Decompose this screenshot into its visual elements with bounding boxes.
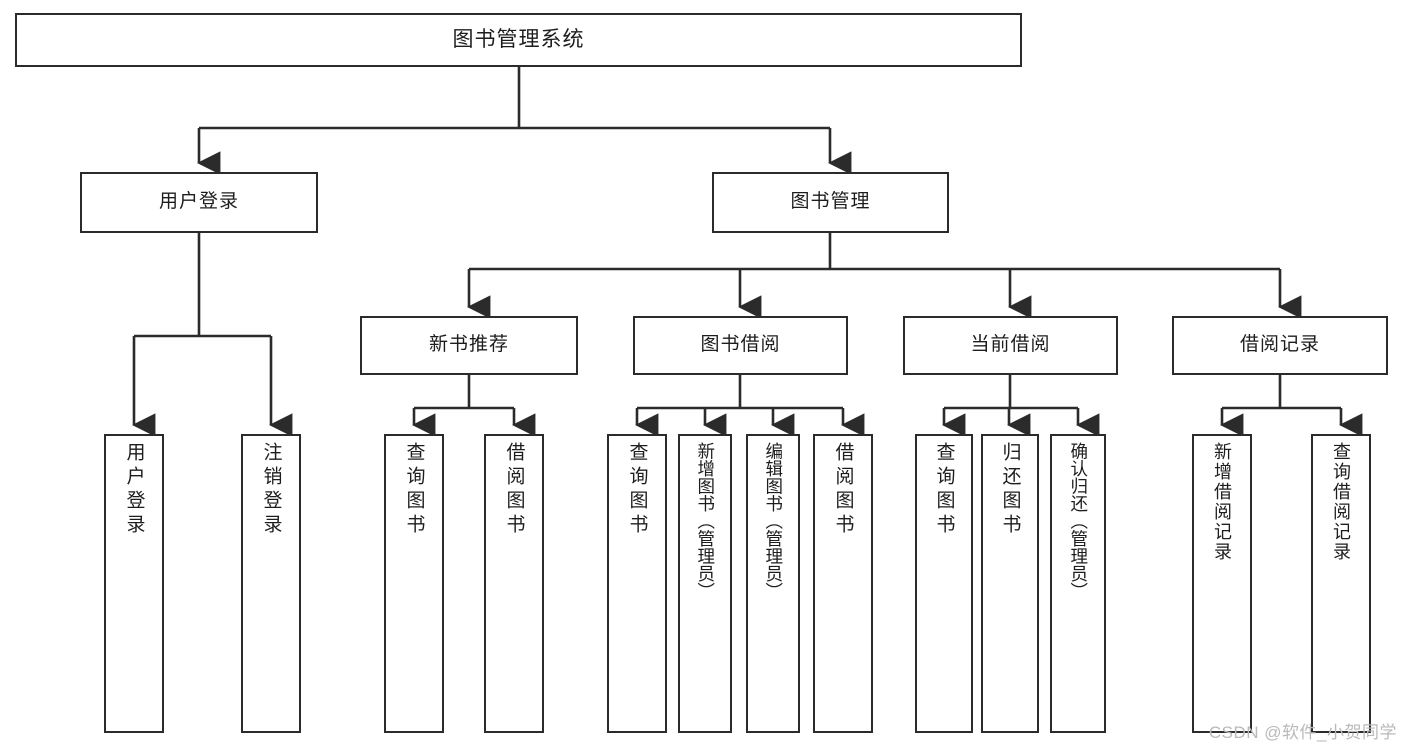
leaf-current-borrow-query-book[interactable]: 查询图书 [915,434,973,733]
node-label: 借阅图书 [503,442,525,538]
node-label: 注销登录 [260,442,282,538]
node-label: 当前借阅 [970,334,1051,356]
node-label: 编辑图书（管理员） [763,442,784,600]
node-user-login[interactable]: 用户登录 [80,172,318,233]
node-book-management[interactable]: 图书管理 [712,172,949,233]
leaf-borrow-record-add-record[interactable]: 新增借阅记录 [1192,434,1252,733]
leaf-book-borrow-edit-book-admin[interactable]: 编辑图书（管理员） [746,434,800,733]
node-label: 图书借阅 [700,334,781,356]
node-label: 查询借阅记录 [1331,442,1351,562]
node-label: 新增图书（管理员） [695,442,716,600]
node-label: 用户登录 [123,442,145,538]
node-label: 用户登录 [158,191,239,213]
leaf-user-login-logout[interactable]: 注销登录 [241,434,301,733]
node-label: 新增借阅记录 [1212,442,1232,562]
node-book-borrow[interactable]: 图书借阅 [633,316,848,375]
leaf-book-borrow-borrow-book[interactable]: 借阅图书 [813,434,873,733]
node-label: 图书管理 [790,191,871,213]
node-new-book-recommend[interactable]: 新书推荐 [360,316,578,375]
leaf-new-book-borrow-book[interactable]: 借阅图书 [484,434,544,733]
node-label: 查询图书 [933,442,955,538]
leaf-book-borrow-add-book-admin[interactable]: 新增图书（管理员） [678,434,732,733]
leaf-book-borrow-query-book[interactable]: 查询图书 [607,434,667,733]
node-label: 归还图书 [999,442,1021,538]
leaf-borrow-record-query-record[interactable]: 查询借阅记录 [1311,434,1371,733]
csdn-watermark: CSDN @软件_小贺同学 [1208,723,1397,742]
node-label: 借阅记录 [1239,334,1320,356]
leaf-new-book-query-book[interactable]: 查询图书 [384,434,444,733]
leaf-current-borrow-confirm-return-admin[interactable]: 确认归还（管理员） [1050,434,1106,733]
node-current-borrow[interactable]: 当前借阅 [903,316,1118,375]
node-label: 新书推荐 [428,334,509,356]
node-root-book-management-system[interactable]: 图书管理系统 [15,13,1022,67]
node-label: 图书管理系统 [452,27,585,51]
leaf-current-borrow-return-book[interactable]: 归还图书 [981,434,1039,733]
node-label: 借阅图书 [832,442,854,538]
node-label: 确认归还（管理员） [1068,442,1089,600]
leaf-user-login-login[interactable]: 用户登录 [104,434,164,733]
node-borrow-record[interactable]: 借阅记录 [1172,316,1388,375]
node-label: 查询图书 [403,442,425,538]
node-label: 查询图书 [626,442,648,538]
